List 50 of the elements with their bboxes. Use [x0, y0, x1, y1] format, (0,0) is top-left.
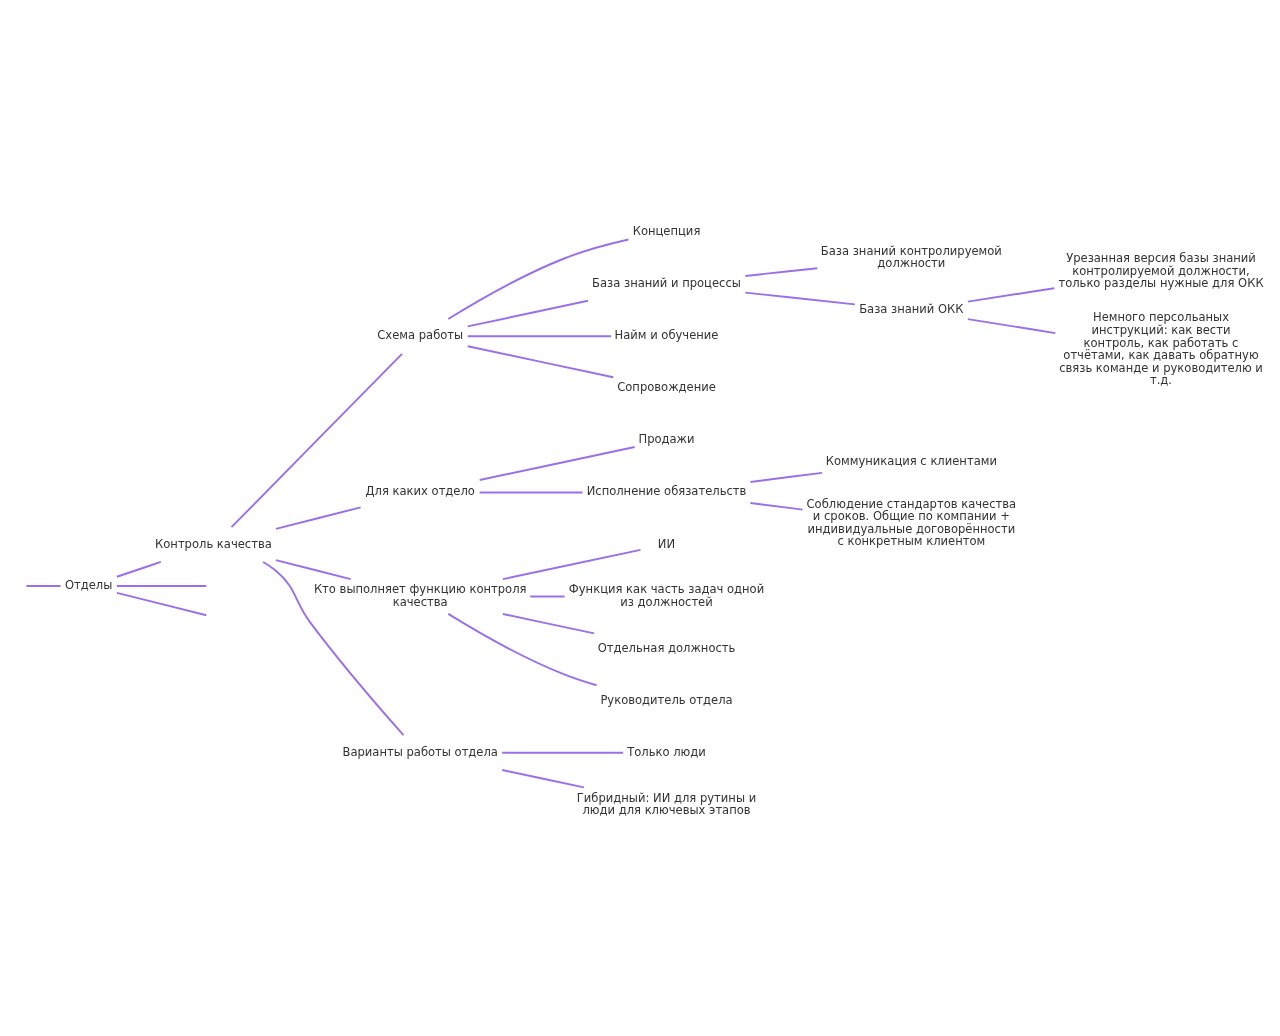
connector	[274, 558, 352, 580]
connector	[501, 612, 596, 634]
connector	[466, 299, 589, 327]
node-text: Варианты работы отдела	[342, 744, 498, 759]
connector	[744, 266, 819, 277]
node-text: Сопровождение	[617, 379, 716, 394]
node-text: Контроль качества	[155, 536, 272, 551]
connector	[478, 445, 636, 481]
connector	[501, 548, 642, 580]
connector	[744, 291, 856, 305]
connector	[478, 491, 584, 493]
node-text: Только люди	[627, 744, 706, 759]
node-text: ИИ	[657, 536, 676, 551]
node-text: Исполнение обязательств	[586, 483, 747, 498]
connector	[466, 344, 615, 378]
connector	[115, 584, 208, 587]
connector	[466, 334, 613, 337]
node-text: Гибридный: ИИ для рутины и люди для ключевых этапов	[576, 790, 757, 817]
node-text: База знаний ОКК	[859, 301, 964, 316]
node-text: Кто выполняет функцию контроля качества	[313, 581, 527, 609]
connector	[529, 595, 566, 598]
node-text: Коммуникация с клиентами	[825, 453, 997, 468]
connector	[447, 612, 598, 686]
connector	[230, 352, 403, 528]
connector	[115, 560, 162, 578]
node-text: Урезанная версия базы знаний контролируемой должности, только разделы нужные для ОКК	[1058, 250, 1264, 290]
node-text: База знаний и процессы	[592, 275, 741, 290]
connector	[25, 584, 62, 587]
node-text: Функция как часть задач одной из должностей	[568, 581, 765, 609]
connector	[262, 560, 405, 736]
node-text: Немного персольаных инструкций: как вести контроль, как работать с отчётами, как давать обратную связь команде и руководителю и т.д.	[1059, 309, 1263, 387]
node-text: Найм и обучение	[614, 327, 719, 342]
node-text: База знаний контролируемой должности	[820, 243, 1002, 270]
connector	[447, 238, 630, 320]
connector	[966, 286, 1056, 303]
connector	[501, 768, 585, 788]
node-text: Для каких отдело	[365, 483, 475, 498]
connector	[749, 471, 823, 483]
node-text: Соблюдение стандартов качества и сроков. Общие по компании + индивидуальные договорённости с конкретным клиентом	[806, 496, 1017, 548]
connector	[749, 501, 804, 511]
connector	[274, 505, 362, 530]
node-text: Концепция	[632, 223, 701, 238]
node-text: Схема работы	[377, 327, 464, 342]
node-text: Продажи	[638, 431, 695, 446]
node-text: Отдельная должность	[597, 640, 736, 655]
connector	[501, 751, 625, 754]
connector	[115, 591, 208, 616]
node-text: Отделы	[64, 577, 113, 592]
node-text: Руководитель отдела	[600, 692, 733, 707]
connector	[966, 317, 1057, 334]
